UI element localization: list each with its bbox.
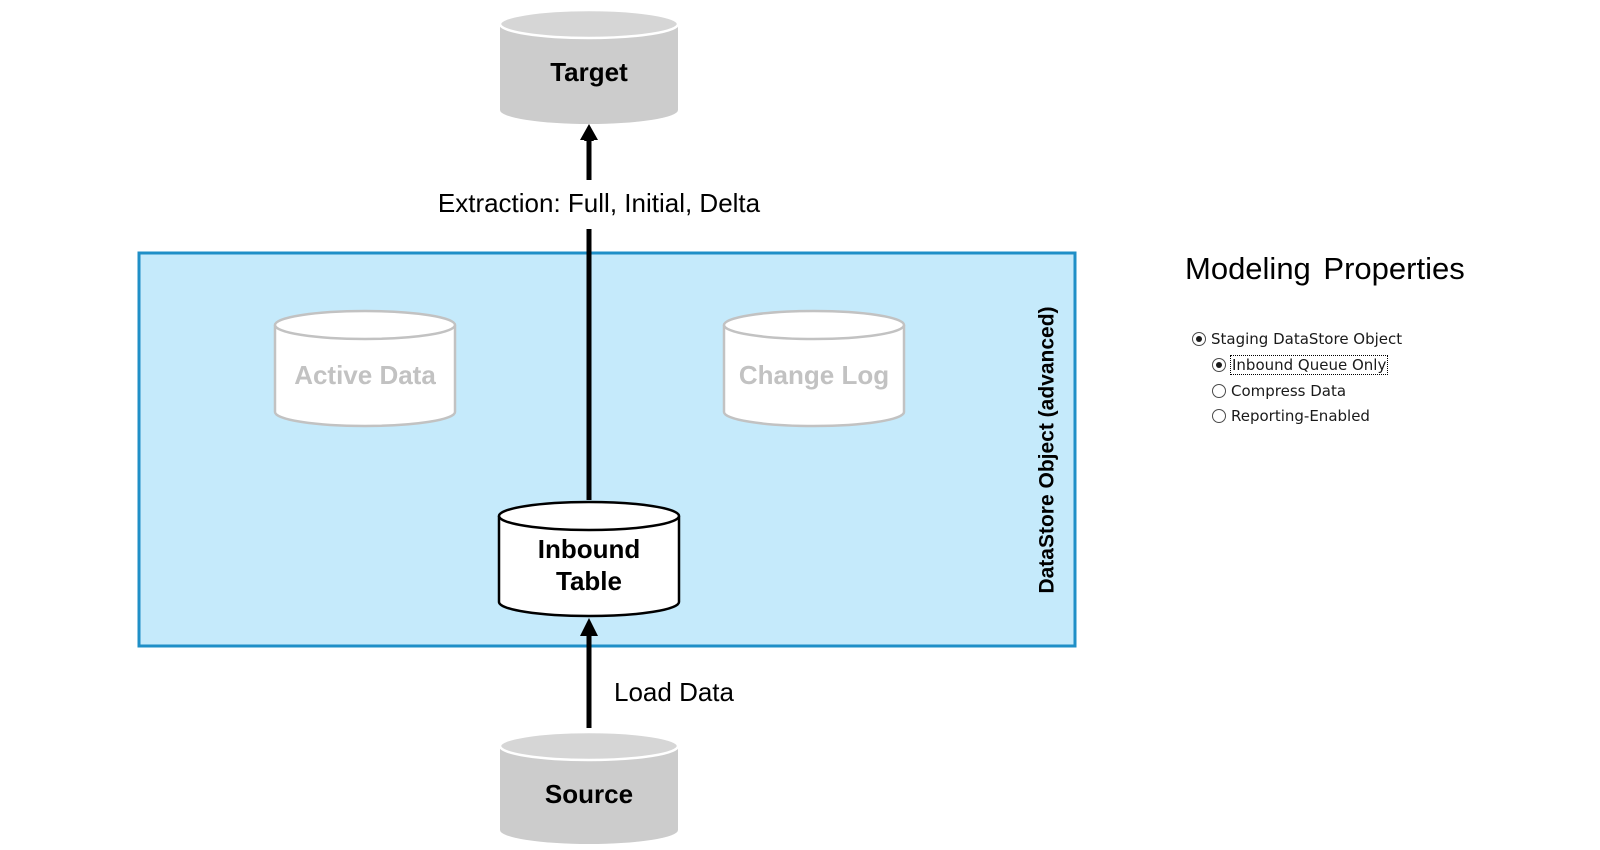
inbound-table-cylinder: Inbound Table (497, 500, 681, 618)
option-inbound-queue-only[interactable]: Inbound Queue Only (1212, 355, 1389, 375)
staging-dso-radio[interactable] (1192, 332, 1206, 346)
option-reporting-enabled[interactable]: Reporting-Enabled (1212, 406, 1370, 426)
staging-dso-label: Staging DataStore Object (1211, 330, 1403, 348)
option-staging-dso[interactable]: Staging DataStore Object (1192, 329, 1402, 349)
reporting-enabled-label: Reporting-Enabled (1231, 407, 1370, 425)
load-label: Load Data (614, 677, 735, 707)
active-data-label: Active Data (294, 360, 436, 390)
inbound-queue-only-label: Inbound Queue Only (1229, 355, 1389, 375)
source-cylinder: Source (498, 730, 680, 844)
load-arrowhead (580, 618, 598, 636)
target-cylinder: Target (498, 8, 680, 124)
dso-label: DataStore Object (advanced) (1036, 306, 1059, 593)
compress-data-label: Compress Data (1231, 382, 1347, 400)
target-label: Target (550, 57, 628, 87)
reporting-enabled-radio[interactable] (1212, 409, 1226, 423)
compress-data-radio[interactable] (1212, 384, 1226, 398)
change-log-label: Change Log (739, 360, 889, 390)
extraction-label: Extraction: Full, Initial, Delta (438, 188, 761, 218)
inbound-queue-only-radio[interactable] (1212, 358, 1226, 372)
active-data-cylinder: Active Data (273, 309, 457, 428)
inbound-label-line1: Inbound (538, 534, 641, 564)
source-label: Source (545, 779, 633, 809)
modeling-properties-title: Modeling Properties (1185, 251, 1465, 286)
extraction-arrowhead (580, 124, 598, 140)
inbound-label-line2: Table (556, 566, 622, 596)
change-log-cylinder: Change Log (722, 309, 906, 428)
option-compress-data[interactable]: Compress Data (1212, 381, 1346, 401)
